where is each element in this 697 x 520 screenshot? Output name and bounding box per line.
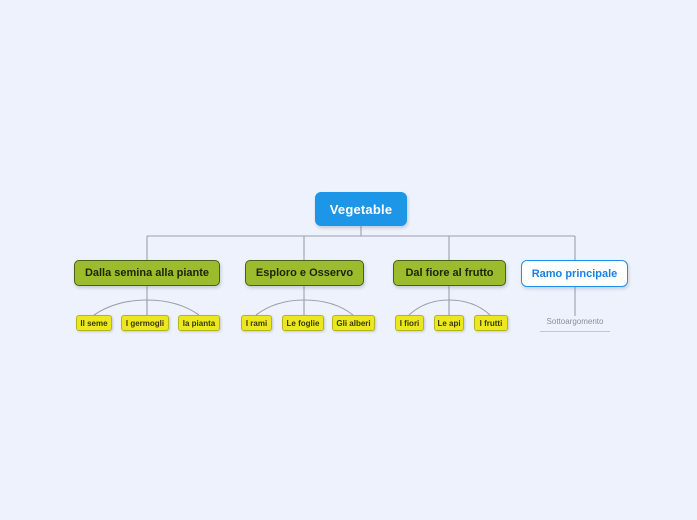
edge-branch-0-child-0 <box>93 299 148 316</box>
leaf-label: la pianta <box>182 318 216 328</box>
mindmap-node-branch-ramo-principale[interactable]: Ramo principale <box>521 260 628 287</box>
mindmap-node-leaf-la-pianta[interactable]: la pianta <box>178 315 220 331</box>
mindmap-node-branch-dalla-semina-alla-piante[interactable]: Dalla semina alla piante <box>74 260 220 286</box>
mindmap-node-leaf-le-api[interactable]: Le api <box>434 315 464 331</box>
leaf-label: Le foglie <box>286 318 320 328</box>
branch-label: Esploro e Osservo <box>255 267 354 279</box>
mindmap-node-leaf-i-frutti[interactable]: I frutti <box>474 315 508 331</box>
root-label: Vegetable <box>329 201 393 217</box>
edge-branch-0-child-2 <box>146 299 200 316</box>
edge-branch-2-child-0 <box>408 299 450 316</box>
leaf-label: I rami <box>245 318 268 328</box>
branch-label: Dal fiore al frutto <box>405 267 494 279</box>
mindmap-node-branch-dal-fiore-al-frutto[interactable]: Dal fiore al frutto <box>393 260 506 286</box>
leaf-label: Le api <box>437 318 461 328</box>
leaf-label: I fiori <box>399 318 420 328</box>
leaf-label: Il seme <box>80 318 108 328</box>
edge-branch-1-child-0 <box>255 299 305 316</box>
leaf-label: Sottoargomento <box>546 317 604 326</box>
mindmap-node-leaf-le-foglie[interactable]: Le foglie <box>282 315 324 331</box>
mindmap-node-leaf-i-rami[interactable]: I rami <box>241 315 272 331</box>
mindmap-node-root[interactable]: Vegetable <box>315 192 407 226</box>
leaf-label: Gli alberi <box>336 318 371 328</box>
mindmap-node-leaf-il-seme[interactable]: Il seme <box>76 315 112 331</box>
edge-branch-1-child-2 <box>303 299 354 316</box>
mindmap-node-branch-esploro-e-osservo[interactable]: Esploro e Osservo <box>245 260 364 286</box>
branch-label: Dalla semina alla piante <box>84 267 210 279</box>
leaf-label: I germogli <box>125 318 165 328</box>
branch-label: Ramo principale <box>531 267 618 280</box>
mindmap-node-leaf-i-fiori[interactable]: I fiori <box>395 315 424 331</box>
mindmap-node-leaf-gli-alberi[interactable]: Gli alberi <box>332 315 375 331</box>
leaf-label: I frutti <box>479 318 503 328</box>
edge-branch-2-child-2 <box>448 299 491 316</box>
mindmap-node-leaf-i-germogli[interactable]: I germogli <box>121 315 169 331</box>
mindmap-node-leaf-sottoargomento[interactable]: Sottoargomento <box>540 316 610 332</box>
